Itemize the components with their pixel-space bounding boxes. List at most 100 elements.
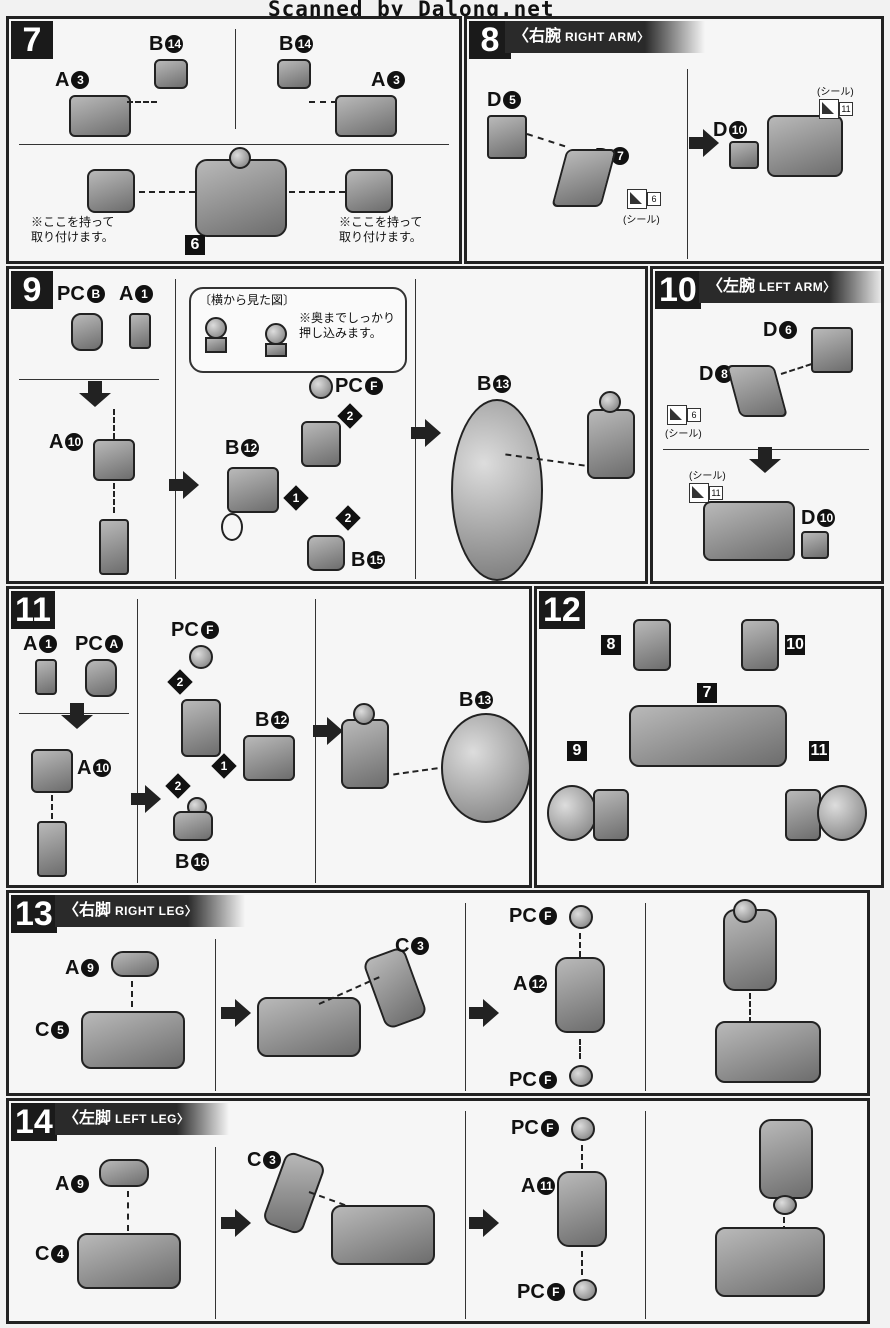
part-foot-13: [257, 997, 361, 1057]
sticker-label-8a: (シール): [623, 215, 660, 226]
part-d10: [729, 141, 759, 169]
part-foot-assembled-13: [715, 1021, 821, 1083]
part-d7: [551, 149, 617, 207]
part-b-upper-9: [301, 421, 341, 467]
tag-8: 8: [601, 635, 621, 655]
step-8-number: 8: [469, 21, 511, 59]
tag-11: 11: [809, 741, 829, 761]
part-arm-assembly-9: [587, 409, 635, 479]
tag-10: 10: [785, 635, 805, 655]
part-arm-assembly-11: [341, 719, 389, 789]
step-7-number: 7: [11, 21, 53, 59]
part-a10: [93, 439, 135, 481]
part-arm-right-12: [785, 789, 821, 841]
part-b12-11: [243, 735, 295, 781]
part-arm-right: [345, 169, 393, 213]
step-13-number: 13: [11, 895, 57, 933]
part-leg-14: [759, 1119, 813, 1199]
part-shield-9: [451, 399, 543, 581]
part-d6: [811, 327, 853, 373]
part-b15: [307, 535, 345, 571]
part-a1: [129, 313, 151, 349]
bubble-title: 〔横から見た図〕: [199, 293, 296, 307]
step-14-number: 14: [11, 1103, 57, 1141]
part-b-upper-11: [181, 699, 221, 757]
part-leg-joint-11: [37, 821, 67, 877]
note-hold-left: ※ここを持って取り付けます。: [31, 215, 115, 244]
part-torso: [195, 159, 287, 237]
tag-9: 9: [567, 741, 587, 761]
part-d5: [487, 115, 527, 159]
part-b14-left: [154, 59, 188, 89]
note-hold-right: ※ここを持って取り付けます。: [339, 215, 423, 244]
part-shield-right-12: [817, 785, 867, 841]
scan-credit: Scanned by Dalong.net: [268, 0, 555, 21]
part-arm-10: [741, 619, 779, 671]
part-d10-10: [801, 531, 829, 559]
part-a3-right: [335, 95, 397, 137]
part-a10-11: [31, 749, 73, 793]
part-arm-left-12: [593, 789, 629, 841]
part-b12: [227, 467, 279, 513]
sticker-label-8b: (シール): [817, 87, 854, 98]
part-b16: [173, 811, 213, 841]
part-c4: [77, 1233, 181, 1289]
tag-step-6: 6: [185, 235, 205, 255]
step-10-number: 10: [655, 271, 701, 309]
sticker-11: 11: [819, 99, 853, 119]
part-shield-left-12: [547, 785, 597, 841]
part-d8: [726, 365, 788, 417]
part-arm-assembly-8: [767, 115, 843, 177]
sticker-label-10b: (シール): [689, 471, 726, 482]
part-b14-right: [277, 59, 311, 89]
part-a11: [557, 1171, 607, 1247]
side-view-bubble: 〔横から見た図〕 ※奥までしっかり押し込みます。: [189, 287, 407, 373]
step-11-number: 11: [11, 591, 55, 629]
part-arm-8: [633, 619, 671, 671]
part-pca: [85, 659, 117, 697]
part-leg-joint-9: [99, 519, 129, 575]
part-arm-assembly-10: [703, 501, 795, 561]
part-a3-left: [69, 95, 131, 137]
part-a12: [555, 957, 605, 1033]
part-a1-11: [35, 659, 57, 695]
part-shield-11: [441, 713, 531, 823]
sticker-11-10: 11: [689, 483, 723, 503]
